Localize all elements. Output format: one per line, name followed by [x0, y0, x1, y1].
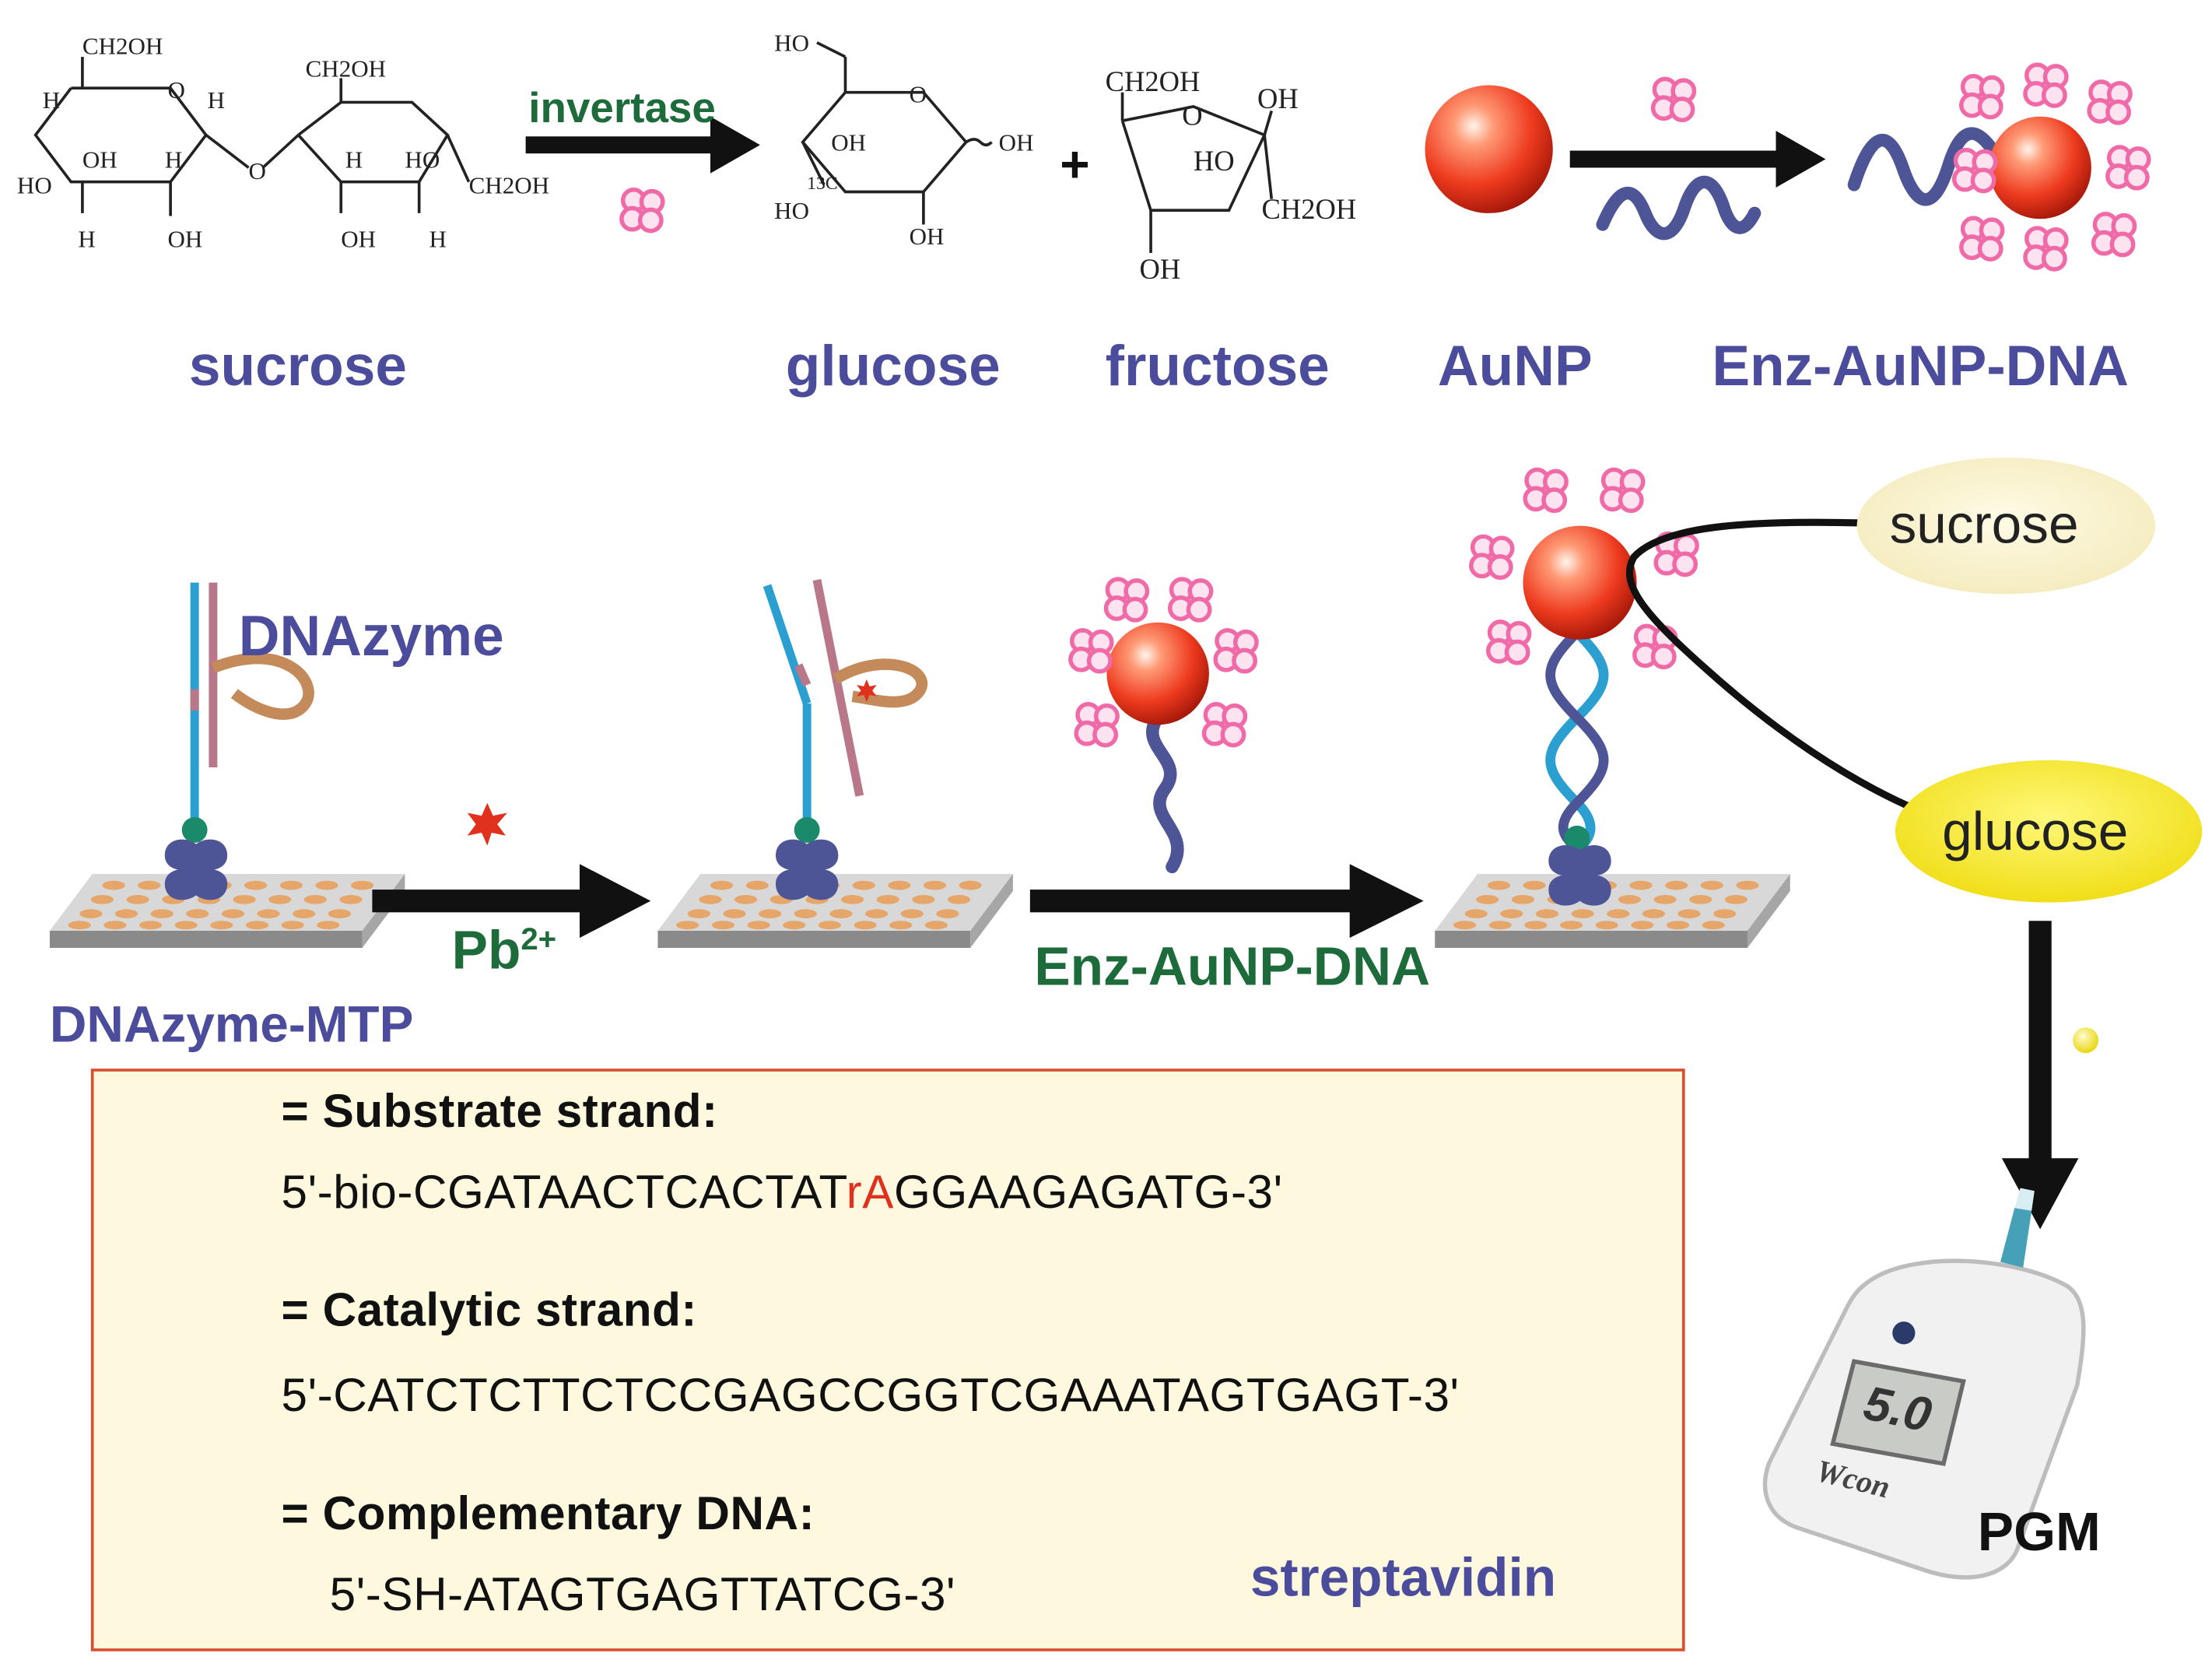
sucrose-atom-label: HO [405, 146, 440, 174]
microtiter-plate-3 [1435, 873, 1790, 948]
microtiter-plate-1 [49, 873, 405, 948]
sucrose-bubble [1856, 457, 2156, 595]
aunp-label: AuNP [1437, 335, 1593, 398]
meter-display-value: 5.0 [1859, 1376, 1937, 1444]
lead-ion-arrow [372, 864, 651, 939]
enz-aunp-dna-label: Enz-AuNP-DNA [1712, 335, 2129, 398]
invertase-arrow [525, 116, 760, 174]
substrate-seq-3prime: GGAAGAGATG-3' [894, 1165, 1283, 1218]
sucrose-atom-label: OH [82, 146, 117, 174]
glucose-atom-label: O [909, 81, 927, 108]
glucose-atom-label: OH [998, 129, 1034, 156]
sucrose-bubble-label: sucrose [1889, 496, 2079, 556]
lead-ion-symbol: Pb [451, 921, 521, 982]
substrate-strand-title: = Substrate strand: [281, 1084, 718, 1137]
sucrose-atom-label: HO [16, 171, 52, 199]
sucrose-atom-label: CH2OH [82, 32, 163, 60]
dnazyme-complex-intact [164, 582, 314, 900]
sucrose-atom-label: OH [341, 226, 377, 254]
glucose-meter-icon [1762, 1188, 2086, 1580]
invertase-label: invertase [528, 85, 716, 132]
pgm-label: PGM [1977, 1503, 2101, 1563]
glucose-bubble-label: glucose [1942, 802, 2129, 863]
glucose-atom-label: HO [774, 30, 810, 58]
catalytic-strand-sequence: 5'-CATCTCTTCTCCGAGCCGGTCGAAATAGTGAGT-3' [281, 1368, 1460, 1421]
conjugation-arrow [1569, 130, 1826, 188]
sucrose-structure [33, 57, 471, 216]
enz-aunp-dna-probe-icon [1071, 579, 1257, 874]
conversion-curve [1625, 518, 1912, 811]
hybridization-arrow [1029, 864, 1424, 939]
complementary-dna-sequence: 5'-SH-ATAGTGAGTTATCG-3' [329, 1567, 956, 1620]
glucose-atom-label: HO [774, 197, 810, 225]
sucrose-atom-label: O [167, 76, 185, 104]
streptavidin-label: streptavidin [1250, 1549, 1557, 1609]
fructose-structure [1120, 92, 1274, 254]
glucose-bubble [1895, 760, 2203, 903]
sucrose-atom-label: H [78, 226, 96, 254]
glucose-droplet-icon [2073, 1027, 2099, 1054]
dnazyme-label: DNAzyme [238, 605, 504, 669]
aunp-particle-icon [1425, 85, 1553, 213]
enz-aunp-dna-conjugate-icon [1847, 65, 2149, 269]
plus-sign: + [1060, 135, 1090, 194]
sucrose-atom-label: CH2OH [305, 55, 387, 82]
enzyme-icon [1653, 79, 1695, 120]
glucose-atom-label: 13C [807, 171, 838, 194]
substrate-strand-sequence: 5'-bio-CGATAACTCACTATrAGGAAGAGATG-3' [282, 1168, 1283, 1215]
fructose-atom-label: CH2OH [1261, 195, 1357, 226]
substrate-seq-5prime: 5'-bio-CGATAACTCACTAT [281, 1165, 847, 1218]
lead-ion-label: Pb2+ [451, 921, 557, 982]
fructose-atom-label: CH2OH [1105, 66, 1201, 98]
fructose-atom-label: O [1182, 100, 1203, 132]
lead-ion-charge: 2+ [521, 921, 557, 956]
sucrose-atom-label: H [207, 86, 226, 114]
fructose-atom-label: OH [1257, 83, 1299, 115]
enz-aunp-dna-step-label: Enz-AuNP-DNA [1034, 938, 1431, 998]
sucrose-atom-label: H [42, 86, 61, 114]
glucose-label: glucose [785, 335, 1001, 398]
complementary-dna-title: = Complementary DNA: [281, 1486, 815, 1539]
glucose-structure [801, 41, 993, 225]
glucose-atom-label: OH [909, 223, 945, 251]
dnazyme-mtp-label: DNAzyme-MTP [49, 995, 414, 1054]
sucrose-atom-label: O [248, 157, 266, 185]
sucrose-atom-label: OH [167, 226, 203, 254]
lead-ion-icon [467, 802, 507, 846]
sucrose-atom-label: H [164, 146, 183, 174]
catalytic-strand-title: = Catalytic strand: [281, 1283, 698, 1336]
fructose-label: fructose [1105, 335, 1330, 398]
fructose-atom-label: OH [1139, 254, 1181, 286]
cleavage-site: rA [846, 1165, 895, 1218]
legend-panel [90, 1069, 1685, 1651]
sucrose-atom-label: H [429, 226, 447, 254]
complementary-dna-icon [1596, 175, 1762, 240]
sucrose-atom-label: H [345, 146, 363, 174]
fructose-atom-label: HO [1193, 146, 1235, 178]
dnazyme-complex-cleaved [762, 578, 928, 900]
readout-arrow [2001, 921, 2079, 1230]
sucrose-atom-label: CH2OH [468, 171, 550, 199]
invertase-enzyme-icon [622, 190, 663, 231]
sucrose-label: sucrose [188, 335, 408, 398]
captured-probe-complex [1471, 469, 1697, 906]
glucose-atom-label: OH [831, 129, 867, 156]
